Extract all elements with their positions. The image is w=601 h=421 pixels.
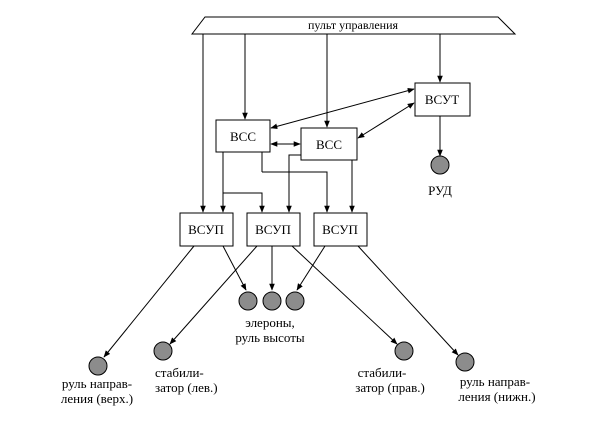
vsup-mid-label: ВСУП [255, 222, 291, 237]
rudder-top-label-2: ления (верх.) [61, 391, 133, 406]
vsup-right-to-elevon-arrow [296, 245, 326, 291]
elevons-label-2: руль высоты [235, 330, 305, 345]
stab-left-label-1: стабили- [155, 365, 204, 380]
stab-left-actuator-icon [153, 341, 173, 361]
elevons-label-1: элероны, [245, 315, 295, 330]
rud-actuator-icon [430, 155, 450, 175]
vsut-box [414, 82, 471, 117]
stab-right-label-2: затор (прав.) [355, 380, 425, 395]
vss-right-vsut-arrow [357, 102, 415, 139]
vss-bus-to-vsup-right-arrow [262, 171, 330, 213]
vss-left-box [215, 119, 271, 153]
vsup-left-to-elevon-arrow [222, 245, 247, 291]
rud-label: РУД [428, 183, 452, 198]
stab-right-label-1: стабили- [358, 365, 407, 380]
vss-left-vsut-arrow [270, 87, 415, 130]
vsup-mid-to-stab-right-arrow [291, 245, 398, 345]
vss-right-label: ВСС [316, 137, 342, 152]
rudder-bot-label-2: ления (нижн.) [458, 389, 535, 404]
control-panel-shape [190, 16, 517, 35]
vss-left-to-vsup-mid-arrow [223, 192, 265, 213]
vsut-label: ВСУТ [425, 92, 459, 107]
stab-right-actuator-icon [394, 341, 414, 361]
elevon-actuator-3-icon [285, 291, 305, 311]
elevon-actuator-1-icon [238, 291, 258, 311]
control-panel-label: пульт управления [308, 18, 399, 32]
vsup-right-box [313, 212, 368, 247]
rudder-bot-actuator-icon [455, 352, 475, 372]
vsup-mid-to-stab-left-arrow [169, 245, 258, 345]
rudder-top-actuator-icon [88, 356, 108, 376]
vsup-left-label: ВСУП [188, 222, 224, 237]
rudder-top-label-1: руль направ- [62, 376, 132, 391]
elevon-actuator-2-icon [262, 291, 282, 311]
vss-right-box [300, 127, 358, 161]
vsup-right-to-rudder-bot-arrow [357, 245, 459, 356]
vsup-right-label: ВСУП [322, 222, 358, 237]
vsup-mid-box [246, 212, 301, 247]
vss-right-to-vsup-mid-arrow [286, 154, 301, 213]
vsup-left-box [179, 212, 234, 247]
vsup-left-to-rudder-top-arrow [103, 245, 195, 358]
stab-left-label-2: затор (лев.) [155, 380, 218, 395]
vss-left-label: ВСС [230, 129, 256, 144]
rudder-bot-label-1: руль направ- [460, 374, 530, 389]
